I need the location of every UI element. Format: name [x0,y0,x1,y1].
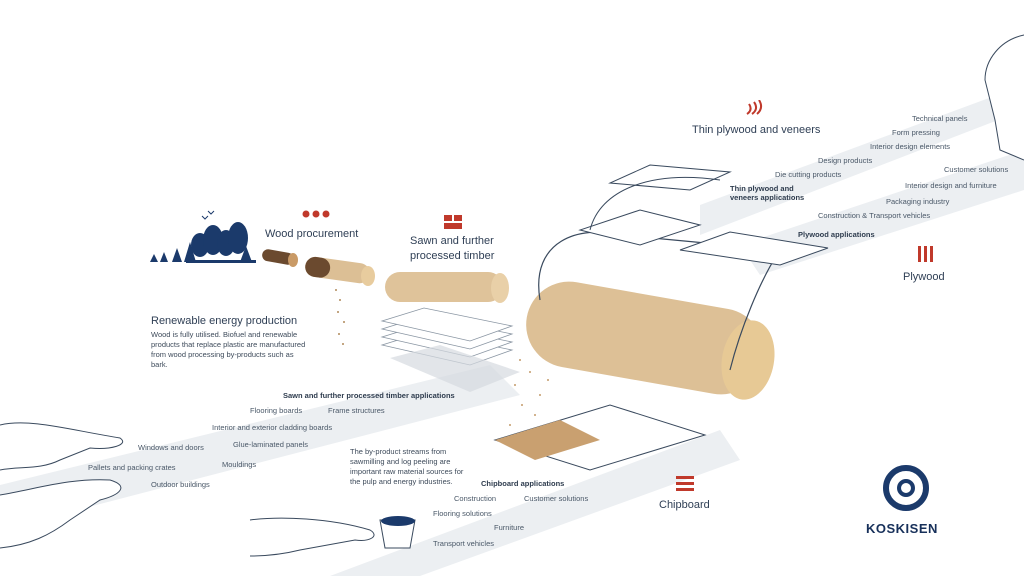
birds-icon [201,210,215,220]
sawn-apps-heading: Sawn and further processed timber applic… [283,391,455,400]
left-hand-gloved [0,479,122,549]
app-flooring-boards: Flooring boards [250,406,303,415]
band-chipboard [330,430,740,576]
band-plywood [740,150,1024,275]
right-hand-top [984,34,1024,161]
title-wood-procurement: Wood procurement [265,228,359,240]
app-transport-vehicles: Transport vehicles [433,539,494,548]
app-customer-solutions-plywood: Customer solutions [944,165,1009,174]
byproduct-description: The by-product streams from sawmilling a… [350,447,464,486]
app-windows-doors: Windows and doors [138,443,204,452]
title-plywood: Plywood [903,271,945,283]
debarked-log [305,256,375,286]
title-chipboard: Chipboard [659,499,710,511]
app-design-products: Design products [818,156,873,165]
app-technical-panels: Technical panels [912,114,968,123]
app-packaging: Packaging industry [886,197,950,206]
chipboard-panel [493,404,707,471]
app-die-cutting: Die cutting products [775,170,842,179]
app-mouldings: Mouldings [222,460,257,469]
app-outdoor-buildings: Outdoor buildings [151,480,210,489]
forest-icon [150,222,256,263]
band-thin-plywood [700,85,1024,235]
app-frame-structures: Frame structures [328,406,385,415]
title-sawn-timber: Sawn and further processed timber [410,235,495,262]
renewable-description: Wood is fully utilised. Biofuel and rene… [151,330,306,369]
veneer-waves-icon [746,100,763,115]
title-renewable: Renewable energy production [151,315,298,327]
app-form-pressing: Form pressing [892,128,940,137]
small-log [262,249,298,267]
app-interior-furniture: Interior design and furniture [905,181,997,190]
app-interior-design-elements: Interior design elements [870,142,951,151]
app-pallets-crates: Pallets and packing crates [88,463,176,472]
timber-blocks-icon [444,215,462,229]
band-sawn-timber [0,365,520,530]
plywood-apps-heading: Plywood applications [798,230,875,239]
veneer-curl [589,176,721,231]
app-customer-solutions-chipboard: Customer solutions [524,494,589,503]
sawn-log [385,272,509,303]
koskisen-logo-mark [883,449,929,511]
left-hand-top [0,422,123,471]
coffee-cup-icon [379,516,416,549]
chipboard-layers-icon [676,476,694,491]
large-log [526,281,775,400]
three-dots-icon [302,210,330,218]
app-flooring-solutions: Flooring solutions [433,509,492,518]
title-thin-plywood: Thin plywood and veneers [692,124,821,136]
app-construction-chipboard: Construction [454,494,497,503]
app-construction-transport: Construction & Transport vehicles [818,211,931,220]
thin-plywood-apps-heading: Thin plywood and veneers applications [730,184,805,202]
timber-shadow [390,345,520,392]
bark-particles [335,289,345,345]
app-furniture: Furniture [494,523,525,532]
koskisen-logo-text: KOSKISEN [866,521,938,536]
plywood-layers-icon [918,246,933,262]
hand-bottom [249,517,375,557]
app-glulam-panels: Glue-laminated panels [233,440,309,449]
wood-chips [509,359,549,433]
app-cladding-boards: Interior and exterior cladding boards [212,423,333,432]
chipboard-apps-heading: Chipboard applications [481,479,565,488]
